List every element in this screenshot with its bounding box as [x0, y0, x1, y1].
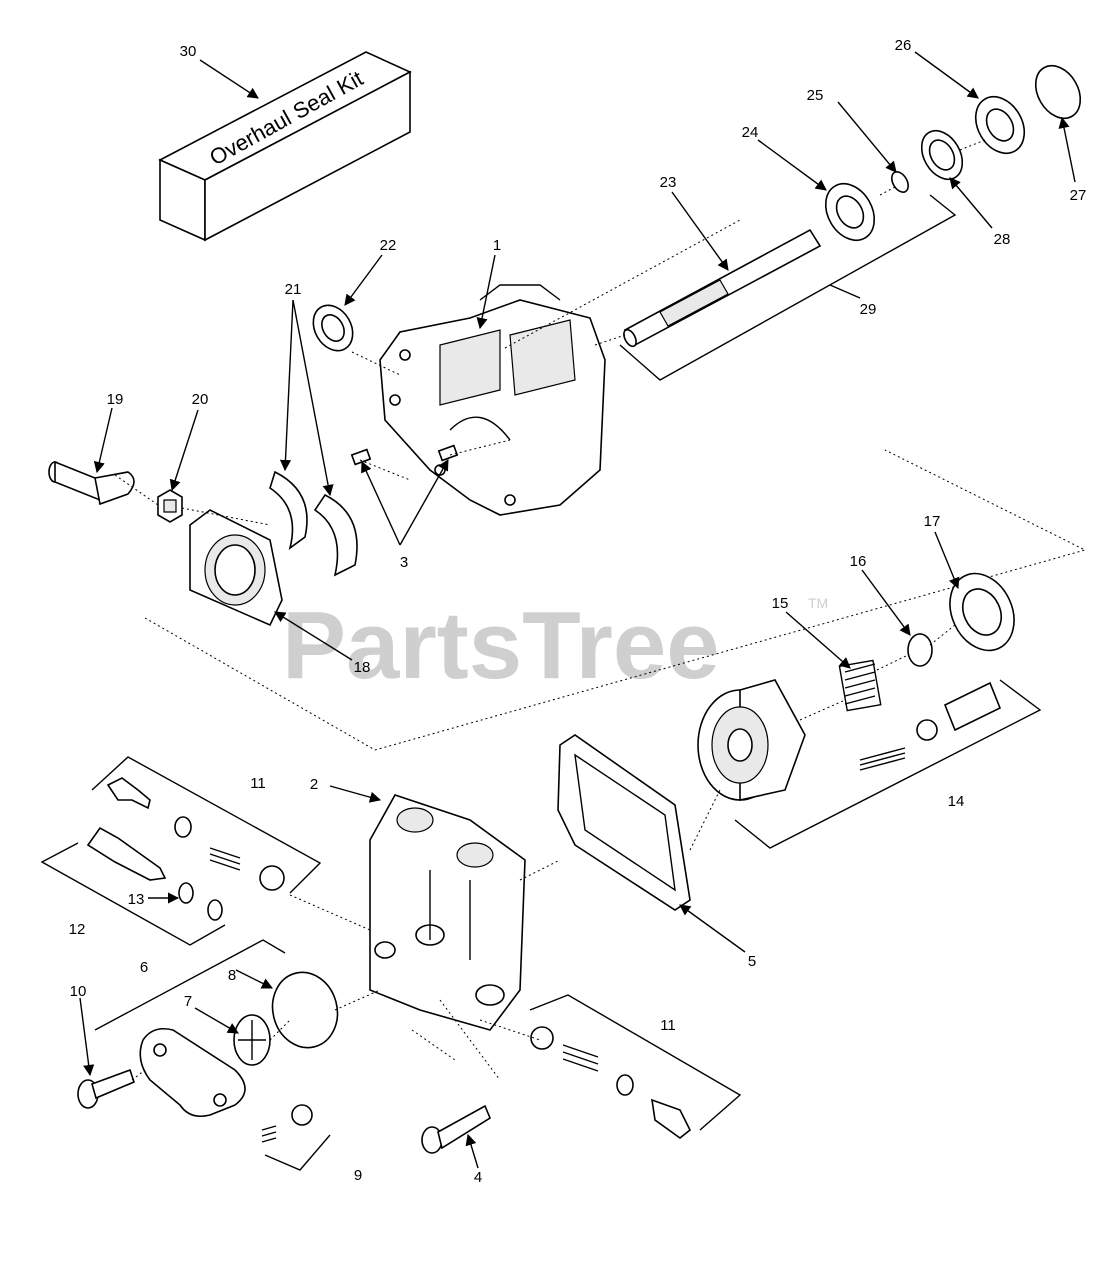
- leader-15: [785, 611, 851, 669]
- leader-3a: [361, 460, 401, 546]
- washer-16[interactable]: [907, 633, 933, 667]
- leader-23: [671, 191, 729, 271]
- leader-20: [169, 409, 199, 492]
- callout-20: 20: [192, 391, 209, 408]
- leader-26: [914, 51, 979, 99]
- gasket-5[interactable]: [557, 734, 691, 911]
- leader-4: [465, 1133, 479, 1169]
- snap-ring-27[interactable]: [1027, 58, 1090, 126]
- callout-25: 25: [807, 87, 824, 104]
- callout-30: 30: [180, 43, 197, 60]
- leader-25: [837, 101, 897, 173]
- callout-13: 13: [128, 891, 145, 908]
- leader-5: [679, 904, 746, 953]
- leader-29: [829, 284, 861, 299]
- seal-kit-box[interactable]: Overhaul Seal Kit: [158, 51, 412, 242]
- o-ring-8[interactable]: [264, 965, 345, 1055]
- bolt-10[interactable]: [77, 1068, 135, 1109]
- cover-plate-6[interactable]: [139, 1027, 246, 1118]
- callout-24: 24: [742, 124, 759, 141]
- check-valve-11-lower[interactable]: [530, 1026, 692, 1140]
- leader-21b: [292, 299, 334, 497]
- callout-23: 23: [660, 174, 677, 191]
- block-20[interactable]: [157, 489, 183, 523]
- center-section-2[interactable]: [369, 794, 526, 1031]
- callout-21: 21: [285, 281, 302, 298]
- seal-22[interactable]: [305, 298, 360, 358]
- cover-bracket-6: [94, 939, 286, 1031]
- leader-22: [344, 254, 383, 306]
- callout-18: 18: [354, 659, 371, 676]
- callout-17: 17: [924, 513, 941, 530]
- check-valve-11-upper[interactable]: [106, 777, 285, 891]
- leader-2: [329, 785, 382, 803]
- callout-12: 12: [69, 921, 86, 938]
- callout-6: 6: [140, 959, 148, 976]
- piston-14[interactable]: [859, 681, 1002, 771]
- callout-26: 26: [895, 37, 912, 54]
- watermark-text: PartsTree: [282, 592, 720, 699]
- callout-1: 1: [493, 237, 501, 254]
- callout-3: 3: [400, 554, 408, 571]
- leader-17: [934, 531, 960, 590]
- spring-ball-9[interactable]: [261, 1104, 313, 1143]
- trunnion-arm-19[interactable]: [48, 460, 135, 506]
- watermark-tm: TM: [808, 595, 828, 611]
- leader-24: [757, 139, 827, 191]
- leader-28: [949, 177, 993, 229]
- leader-3b: [399, 459, 449, 546]
- fitting-12[interactable]: [86, 826, 223, 921]
- main-housing[interactable]: [379, 284, 606, 516]
- callout-9: 9: [354, 1167, 362, 1184]
- callout-19: 19: [107, 391, 124, 408]
- leader-8: [235, 969, 274, 989]
- leader-7: [194, 1007, 239, 1034]
- spring-bracket-9: [264, 1134, 331, 1171]
- callout-27: 27: [1070, 187, 1087, 204]
- callout-5: 5: [748, 953, 756, 970]
- callout-14: 14: [948, 793, 965, 810]
- leader-19: [93, 407, 113, 474]
- callout-11-lower: 11: [660, 1017, 676, 1034]
- callout-15: 15: [772, 595, 789, 612]
- callout-10: 10: [70, 983, 87, 1000]
- shaft-23[interactable]: [621, 228, 822, 348]
- callout-7: 7: [184, 993, 192, 1010]
- leader-10: [79, 997, 95, 1077]
- fitting-bracket-12: [40, 842, 226, 946]
- valve-7[interactable]: [233, 1014, 271, 1066]
- leader-27: [1058, 116, 1076, 183]
- shaft-kit-bracket: [619, 194, 957, 381]
- valve-bracket-lower: [529, 994, 742, 1131]
- piston-kit-bracket: [734, 679, 1042, 849]
- thrust-bearing-21[interactable]: [269, 470, 358, 577]
- bolt-4[interactable]: [421, 1104, 491, 1154]
- callout-28: 28: [994, 231, 1011, 248]
- callout-22: 22: [380, 237, 397, 254]
- bearing-24[interactable]: [816, 175, 884, 249]
- swashplate-18[interactable]: [189, 509, 283, 627]
- cylinder-block-14[interactable]: [697, 679, 806, 801]
- callout-16: 16: [850, 553, 867, 570]
- leader-18: [274, 611, 353, 661]
- callout-11-upper: 11: [250, 775, 266, 792]
- washer-28[interactable]: [913, 123, 970, 186]
- bearing-26[interactable]: [966, 88, 1034, 162]
- bearing-17[interactable]: [938, 563, 1026, 661]
- callout-4: 4: [474, 1169, 482, 1186]
- leader-30: [199, 59, 259, 99]
- leader-16: [861, 569, 911, 636]
- leader-21a: [279, 299, 294, 472]
- valve-bracket-upper: [91, 756, 322, 894]
- callout-2: 2: [310, 776, 318, 793]
- callout-8: 8: [228, 967, 236, 984]
- retaining-ring-25[interactable]: [888, 169, 911, 195]
- callout-29: 29: [860, 301, 877, 318]
- spring-15[interactable]: [838, 659, 882, 712]
- leader-1: [476, 254, 496, 330]
